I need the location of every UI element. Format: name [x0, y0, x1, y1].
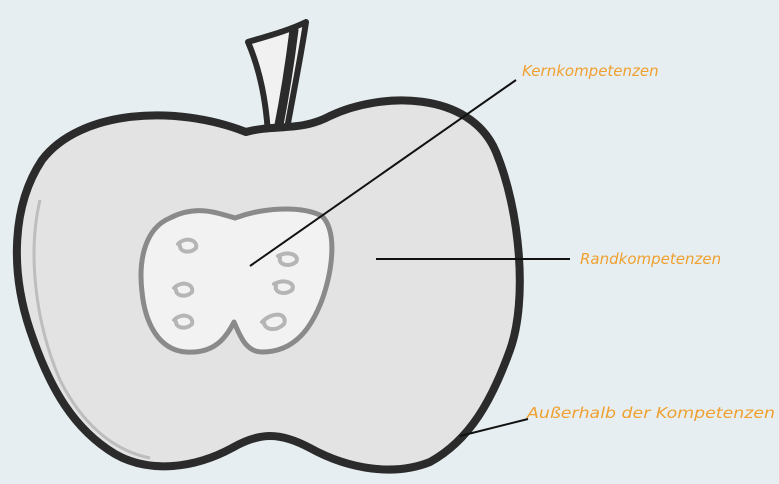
label-edge: Randkompetenzen	[580, 250, 721, 268]
label-outside: Außerhalb der Kompetenzen	[526, 404, 775, 422]
apple-core	[141, 209, 332, 352]
label-core: Kernkompetenzen	[522, 62, 659, 80]
